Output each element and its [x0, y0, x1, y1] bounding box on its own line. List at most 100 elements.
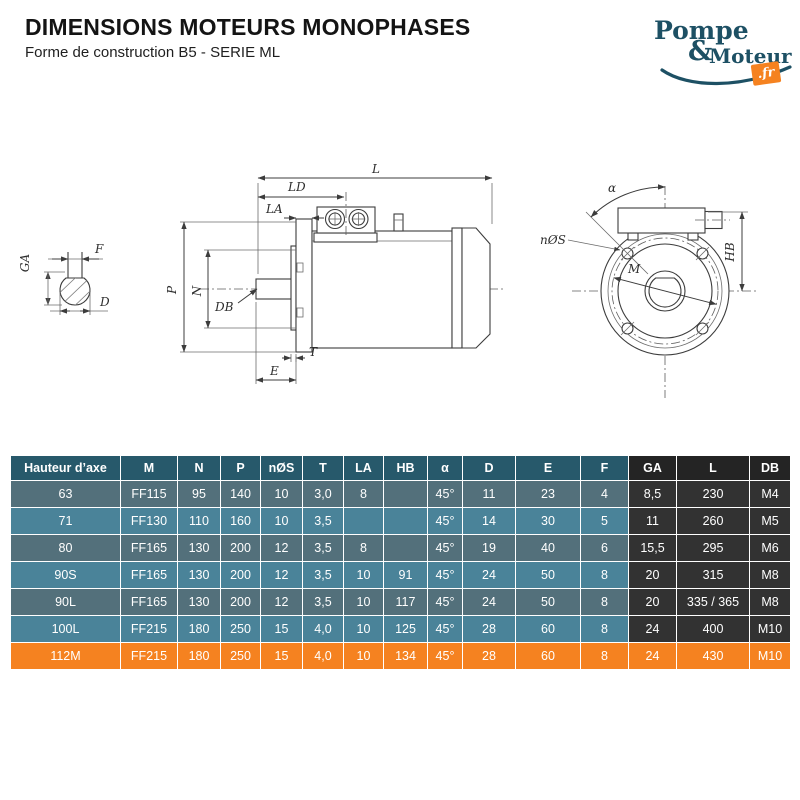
table-cell: 45°: [427, 480, 463, 508]
table-cell: 180: [177, 615, 221, 643]
table-cell: 28: [462, 615, 516, 643]
side-view: L LD LA P N DB T E: [165, 162, 505, 384]
table-cell: M8: [749, 588, 791, 616]
column-header-13: L: [676, 455, 750, 481]
table-cell: 30: [515, 507, 581, 535]
table-cell: 8: [580, 588, 629, 616]
table-cell: 8: [580, 561, 629, 589]
shaft-end-view: F GA D: [18, 242, 110, 315]
table-cell: 100L: [10, 615, 121, 643]
dim-label-l: L: [371, 162, 380, 176]
dim-label-d: D: [99, 295, 110, 309]
brand-logo: Pompe & Moteur .fr: [648, 14, 798, 94]
front-view: α nØS M HB: [540, 181, 757, 398]
table-cell: 112M: [10, 642, 121, 670]
table-cell: 40: [515, 534, 581, 562]
table-cell: M10: [749, 615, 791, 643]
column-header-7: HB: [383, 455, 428, 481]
table-cell: FF165: [120, 588, 178, 616]
table-cell: 45°: [427, 615, 463, 643]
dim-label-alpha: α: [608, 181, 616, 195]
table-cell: 20: [628, 561, 677, 589]
table-cell: 200: [220, 561, 261, 589]
table-cell: 23: [515, 480, 581, 508]
table-cell: 180: [177, 642, 221, 670]
table-cell: 19: [462, 534, 516, 562]
table-cell: 10: [343, 615, 384, 643]
table-cell: 295: [676, 534, 750, 562]
table-cell: M5: [749, 507, 791, 535]
dim-label-n: N: [190, 285, 204, 297]
column-header-1: M: [120, 455, 178, 481]
table-cell: 130: [177, 561, 221, 589]
table-cell: [343, 507, 384, 535]
table-cell: 400: [676, 615, 750, 643]
table-cell: 24: [462, 588, 516, 616]
table-cell: 50: [515, 588, 581, 616]
column-header-5: T: [302, 455, 344, 481]
dim-label-p: P: [165, 285, 179, 295]
table-cell: 11: [462, 480, 516, 508]
table-cell: 24: [628, 642, 677, 670]
table-cell: FF130: [120, 507, 178, 535]
table-cell: 10: [260, 480, 303, 508]
dim-label-f: F: [94, 242, 104, 256]
column-header-8: α: [427, 455, 463, 481]
table-cell: 110: [177, 507, 221, 535]
table-cell: 8: [343, 480, 384, 508]
table-cell: 80: [10, 534, 121, 562]
table-cell: 134: [383, 642, 428, 670]
table-cell: 335 / 365: [676, 588, 750, 616]
table-cell: 63: [10, 480, 121, 508]
table-cell: 260: [676, 507, 750, 535]
table-cell: [383, 480, 428, 508]
table-cell: 15: [260, 615, 303, 643]
table-cell: 28: [462, 642, 516, 670]
table-cell: 15,5: [628, 534, 677, 562]
dim-label-hb: HB: [723, 242, 737, 262]
logo-ampersand: &: [688, 36, 713, 67]
table-cell: 250: [220, 615, 261, 643]
table-cell: FF215: [120, 642, 178, 670]
table-cell: 130: [177, 534, 221, 562]
dim-label-ga: GA: [18, 254, 32, 273]
column-header-6: LA: [343, 455, 384, 481]
table-cell: 24: [628, 615, 677, 643]
table-cell: 3,5: [302, 507, 344, 535]
table-cell: 10: [343, 588, 384, 616]
table-cell: 12: [260, 561, 303, 589]
table-cell: 430: [676, 642, 750, 670]
table-cell: 45°: [427, 507, 463, 535]
table-cell: 45°: [427, 561, 463, 589]
table-cell: 8,5: [628, 480, 677, 508]
column-header-4: nØS: [260, 455, 303, 481]
table-cell: [383, 534, 428, 562]
dim-label-e: E: [269, 364, 279, 378]
table-cell: M6: [749, 534, 791, 562]
column-header-14: DB: [749, 455, 791, 481]
table-cell: 8: [343, 534, 384, 562]
table-cell: 95: [177, 480, 221, 508]
table-cell: 20: [628, 588, 677, 616]
table-cell: 50: [515, 561, 581, 589]
table-cell: 200: [220, 534, 261, 562]
table-cell: M10: [749, 642, 791, 670]
table-cell: 10: [260, 507, 303, 535]
table-cell: 90S: [10, 561, 121, 589]
table-cell: FF165: [120, 534, 178, 562]
dim-label-nphis: nØS: [540, 233, 566, 247]
table-cell: 140: [220, 480, 261, 508]
page-title: DIMENSIONS MOTEURS MONOPHASES: [25, 14, 471, 40]
table-cell: 117: [383, 588, 428, 616]
table-cell: 15: [260, 642, 303, 670]
table-cell: 4: [580, 480, 629, 508]
table-cell: 130: [177, 588, 221, 616]
table-cell: 4,0: [302, 642, 344, 670]
